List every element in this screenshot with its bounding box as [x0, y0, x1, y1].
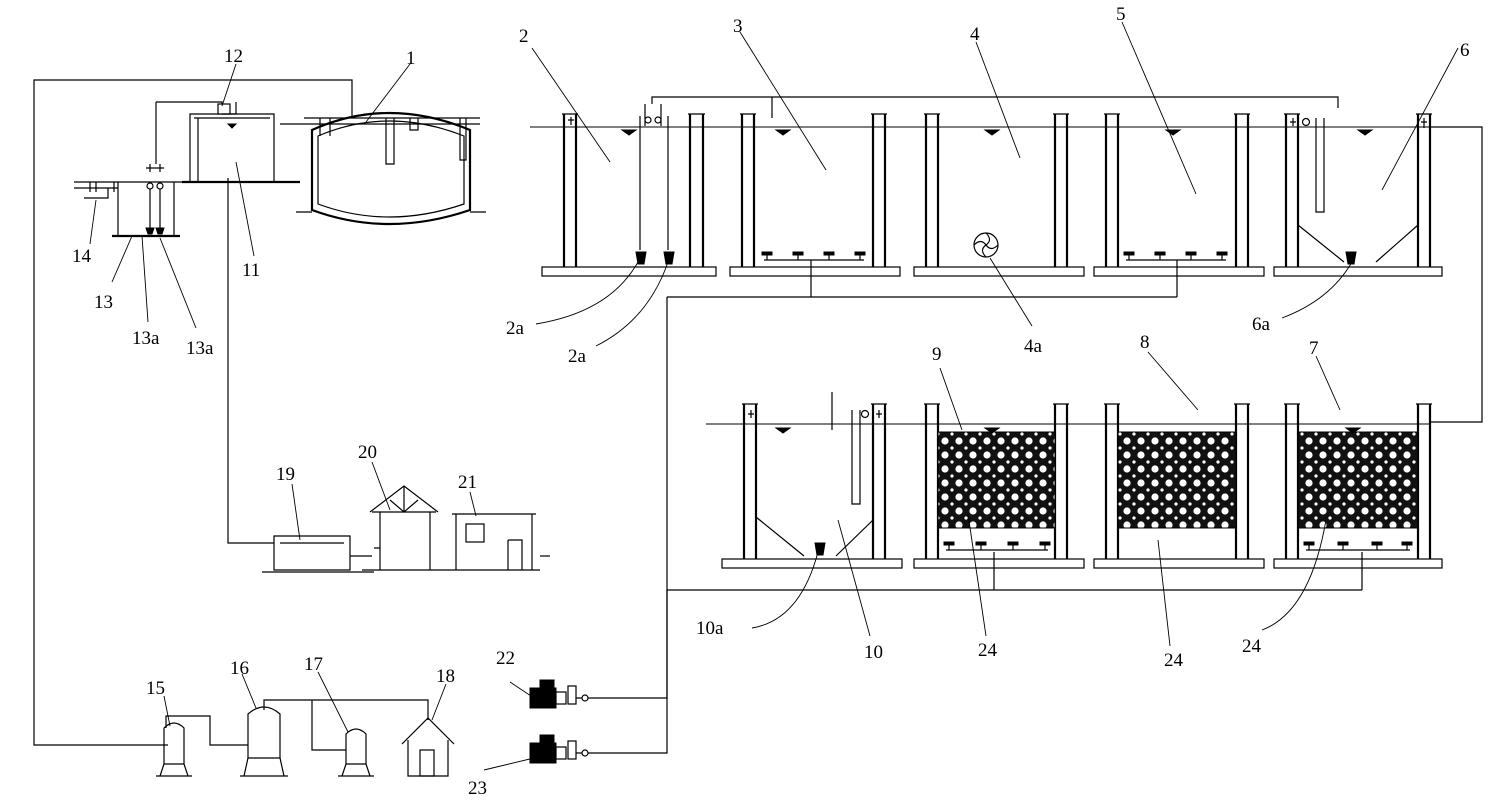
label-19: 19 [276, 464, 295, 485]
label-11: 11 [242, 260, 260, 281]
water-level-icon [774, 427, 792, 434]
label-17: 17 [304, 654, 323, 675]
digester-1 [280, 112, 486, 226]
water-level-icon [1344, 427, 1362, 434]
label-10: 10 [864, 642, 883, 663]
label-24-right: 24 [1242, 636, 1262, 657]
label-4: 4 [970, 24, 980, 45]
label-15: 15 [146, 678, 165, 699]
pump-icon [814, 542, 826, 556]
tank-7 [1273, 403, 1443, 569]
water-level-icon [983, 129, 1001, 136]
label-13a-left: 13a [132, 328, 160, 349]
building-18 [401, 717, 455, 777]
label-20: 20 [358, 442, 377, 463]
water-level-icon [226, 123, 238, 129]
water-level-icon [1164, 129, 1182, 136]
tank-2 [541, 104, 717, 277]
water-level-icon [1356, 129, 1374, 136]
tank-6 [1273, 113, 1443, 277]
vessel-16 [240, 706, 288, 777]
tank-5 [1093, 113, 1265, 277]
label-4a: 4a [1024, 336, 1043, 357]
pump-icon [635, 251, 647, 265]
label-7: 7 [1309, 338, 1319, 359]
label-6: 6 [1460, 40, 1470, 61]
tank-3 [729, 113, 901, 277]
label-8: 8 [1140, 332, 1150, 353]
tank-19 [262, 535, 374, 573]
pump-icon [145, 227, 155, 235]
leader-lines [89, 21, 1459, 771]
building-20 [362, 485, 540, 571]
tank-13 [74, 164, 190, 238]
pipelines [33, 79, 1483, 754]
tank-4 [913, 113, 1085, 277]
water-level-icon [774, 129, 792, 136]
blower-22 [529, 679, 597, 709]
label-2a-left: 2a [506, 318, 525, 339]
pump-icon [663, 251, 675, 265]
pump-icon [155, 227, 165, 235]
vessel-15 [156, 722, 192, 777]
tank-11 [182, 113, 300, 184]
label-16: 16 [230, 658, 249, 679]
label-13: 13 [94, 292, 113, 313]
water-level-icon [983, 427, 1001, 434]
label-12: 12 [224, 46, 243, 67]
building-21 [452, 513, 550, 570]
label-13a-right: 13a [186, 338, 214, 359]
label-24-left: 24 [978, 640, 998, 661]
label-5: 5 [1116, 4, 1126, 25]
label-1: 1 [406, 48, 416, 69]
blower-23 [529, 734, 597, 764]
vessel-17 [338, 728, 374, 777]
label-6a: 6a [1252, 314, 1271, 335]
tank-8 [1093, 403, 1265, 569]
stirrer-icon [973, 232, 999, 258]
label-2a-right: 2a [568, 346, 587, 367]
label-24-mid: 24 [1164, 650, 1184, 671]
valve-12 [155, 101, 237, 164]
pump-icon [1345, 251, 1357, 265]
label-2: 2 [519, 26, 529, 47]
labels: 1 2 2a 2a 3 4 4a 5 6 6a 7 8 9 10 10a 11 … [72, 4, 1470, 799]
label-18: 18 [436, 666, 455, 687]
label-14: 14 [72, 246, 92, 267]
water-level-icon [620, 129, 638, 136]
label-9: 9 [932, 344, 942, 365]
label-22: 22 [496, 648, 515, 669]
label-3: 3 [733, 16, 743, 37]
label-23: 23 [468, 778, 487, 799]
tank-9 [913, 403, 1085, 569]
label-10a: 10a [696, 618, 724, 639]
tank-10 [721, 392, 903, 569]
label-21: 21 [458, 472, 477, 493]
